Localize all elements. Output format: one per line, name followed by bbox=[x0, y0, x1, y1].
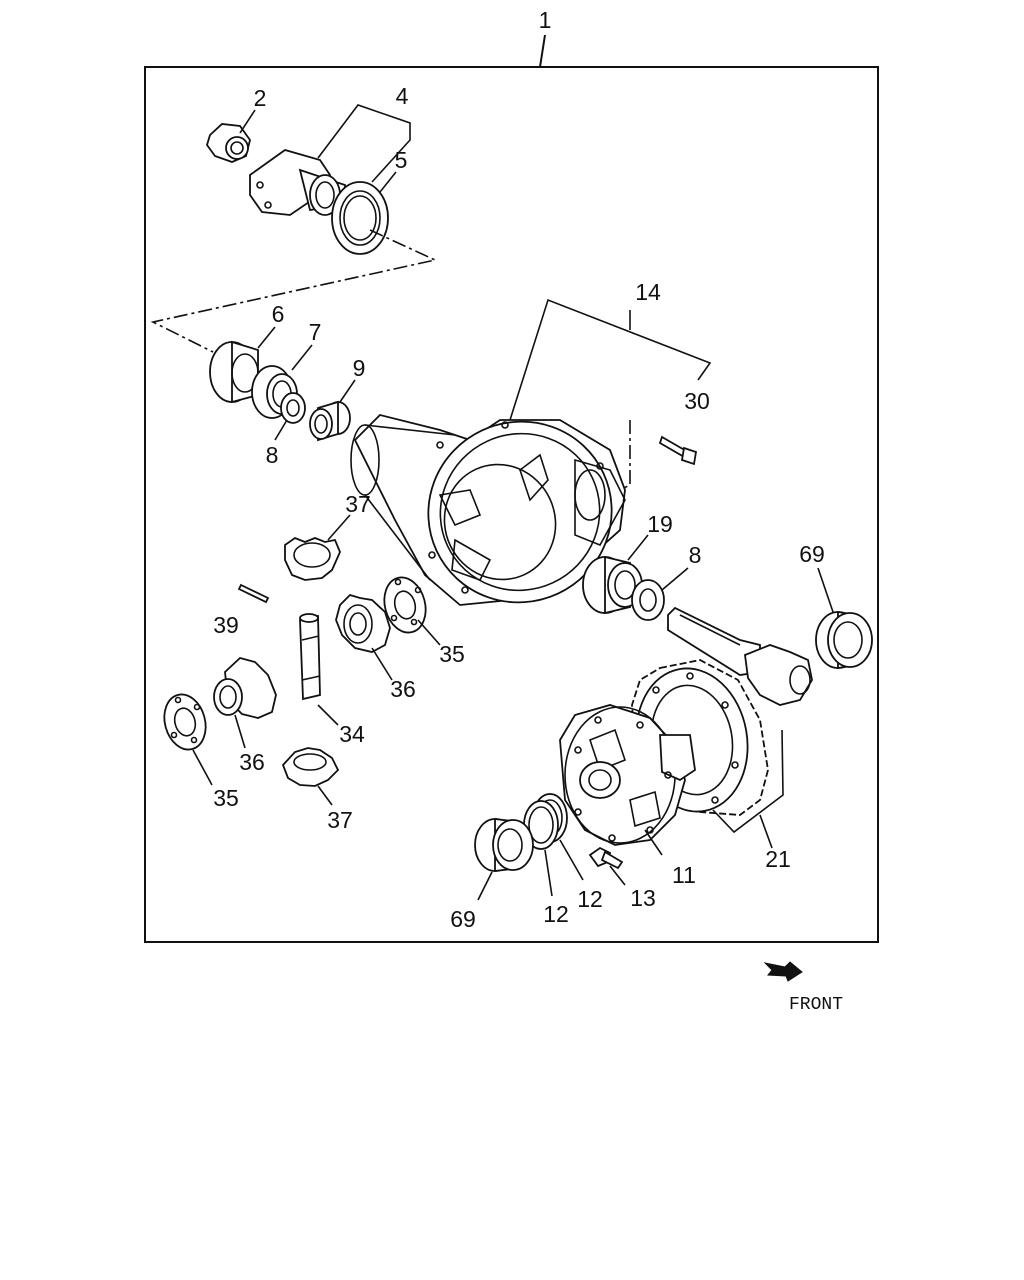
washer-upper-part bbox=[280, 392, 306, 424]
callout-69-lower: 69 bbox=[450, 906, 476, 932]
callout-36-center: 36 bbox=[390, 676, 416, 702]
thrust-washer-left-part bbox=[163, 693, 207, 751]
pinion-gear-upper-part bbox=[284, 536, 341, 581]
callout-36-left: 36 bbox=[239, 749, 265, 775]
callout-8-upper: 8 bbox=[266, 442, 279, 468]
thrust-washer-center-part bbox=[383, 576, 427, 634]
callout-69-right: 69 bbox=[799, 541, 825, 567]
callout-12-left: 12 bbox=[543, 901, 569, 927]
roller-bearing-right-part bbox=[815, 610, 873, 670]
callout-21: 21 bbox=[765, 846, 791, 872]
callout-37-upper: 37 bbox=[345, 491, 371, 517]
callout-9: 9 bbox=[353, 355, 366, 381]
callout-34: 34 bbox=[339, 721, 365, 747]
nut-part bbox=[206, 123, 251, 163]
arrow-right-icon bbox=[763, 961, 803, 982]
assembly-frame bbox=[144, 66, 879, 943]
spacer-part bbox=[309, 400, 351, 442]
drive-pinion-part bbox=[667, 606, 813, 706]
callout-19: 19 bbox=[647, 511, 673, 537]
callout-11: 11 bbox=[672, 862, 696, 888]
callout-1: 1 bbox=[539, 7, 552, 33]
oil-seal-part bbox=[331, 181, 389, 255]
pinion-gear-lower-part bbox=[281, 747, 340, 787]
lock-pin-part bbox=[237, 583, 270, 604]
callout-8-lower: 8 bbox=[689, 542, 702, 568]
differential-case-part bbox=[559, 704, 696, 846]
callout-13: 13 bbox=[630, 885, 656, 911]
roller-bearing-lower-part bbox=[474, 817, 534, 873]
companion-flange-part bbox=[249, 149, 346, 216]
callout-4: 4 bbox=[396, 83, 409, 109]
callout-7: 7 bbox=[309, 319, 322, 345]
bearing-cup-part bbox=[209, 340, 259, 404]
callout-12-right: 12 bbox=[577, 886, 603, 912]
case-bolt-part bbox=[588, 846, 624, 870]
side-gear-left-part bbox=[213, 657, 277, 719]
front-label: FRONT bbox=[789, 995, 843, 1015]
callout-5: 5 bbox=[395, 147, 408, 173]
callout-6: 6 bbox=[272, 301, 285, 327]
side-bearing-part bbox=[582, 555, 643, 615]
pinion-shaft-part bbox=[299, 613, 321, 701]
callout-37-lower: 37 bbox=[327, 807, 353, 833]
callout-35-center: 35 bbox=[439, 641, 465, 667]
washer-lower-part bbox=[631, 579, 665, 621]
callout-39: 39 bbox=[213, 612, 239, 638]
callout-35-left: 35 bbox=[213, 785, 239, 811]
callout-30: 30 bbox=[684, 388, 710, 414]
callout-14: 14 bbox=[635, 279, 661, 305]
bolt-part bbox=[658, 435, 698, 466]
side-gear-center-part bbox=[335, 593, 391, 653]
callout-2: 2 bbox=[254, 85, 267, 111]
carrier-housing-part bbox=[350, 414, 626, 606]
